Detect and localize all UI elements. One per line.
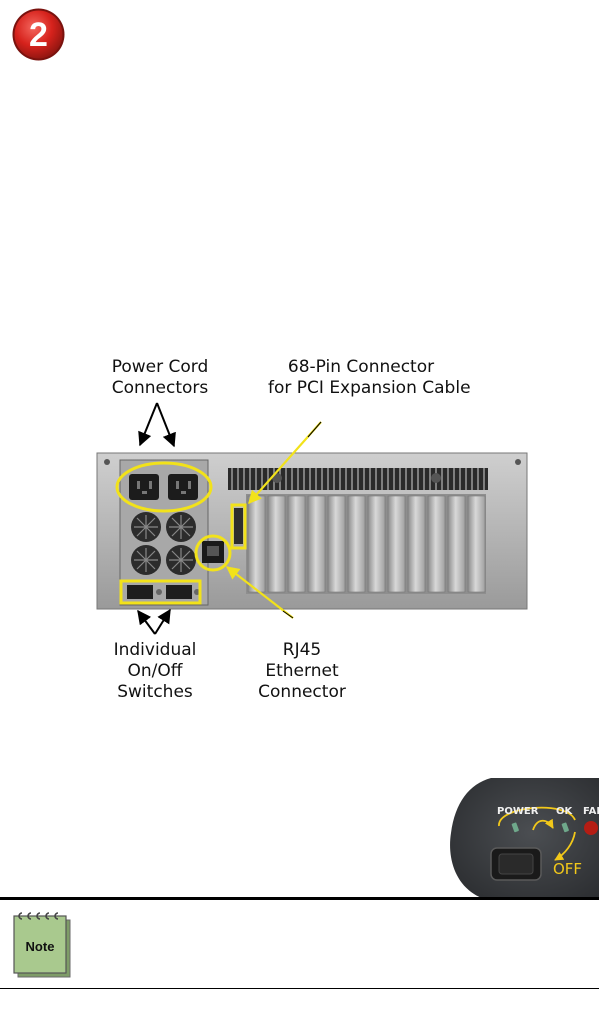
led-label-fan: FAN bbox=[583, 806, 599, 817]
note-icon-label: Note bbox=[26, 939, 55, 954]
chassis-rear-figure: Power Cord Connectors 68-Pin Connector f… bbox=[96, 357, 528, 702]
led-panel-inset: POWER OK FAN OFF bbox=[447, 778, 599, 900]
step-number-badge: 2 bbox=[12, 8, 65, 61]
note-icon: Note bbox=[13, 912, 71, 978]
led-label-ok: OK bbox=[556, 806, 573, 817]
chassis-body bbox=[96, 452, 528, 610]
callout-power-cord-connectors: Power Cord Connectors bbox=[111, 357, 209, 398]
note-top-rule bbox=[0, 897, 599, 900]
callout-rj45-ethernet: RJ45 Ethernet Connector bbox=[258, 640, 346, 702]
led-label-power: POWER bbox=[497, 806, 539, 817]
note-bottom-rule bbox=[0, 988, 599, 989]
yellow-highlights bbox=[115, 461, 247, 605]
chassis-rear-panel-image bbox=[96, 402, 528, 635]
callout-on-off-switches: Individual On/Off Switches bbox=[113, 640, 197, 702]
led-indicators bbox=[511, 821, 598, 835]
switch-off-label: OFF bbox=[553, 860, 583, 878]
step-number: 2 bbox=[29, 16, 48, 54]
callout-68-pin-connector: 68-Pin Connector for PCI Expansion Cable bbox=[268, 357, 471, 398]
